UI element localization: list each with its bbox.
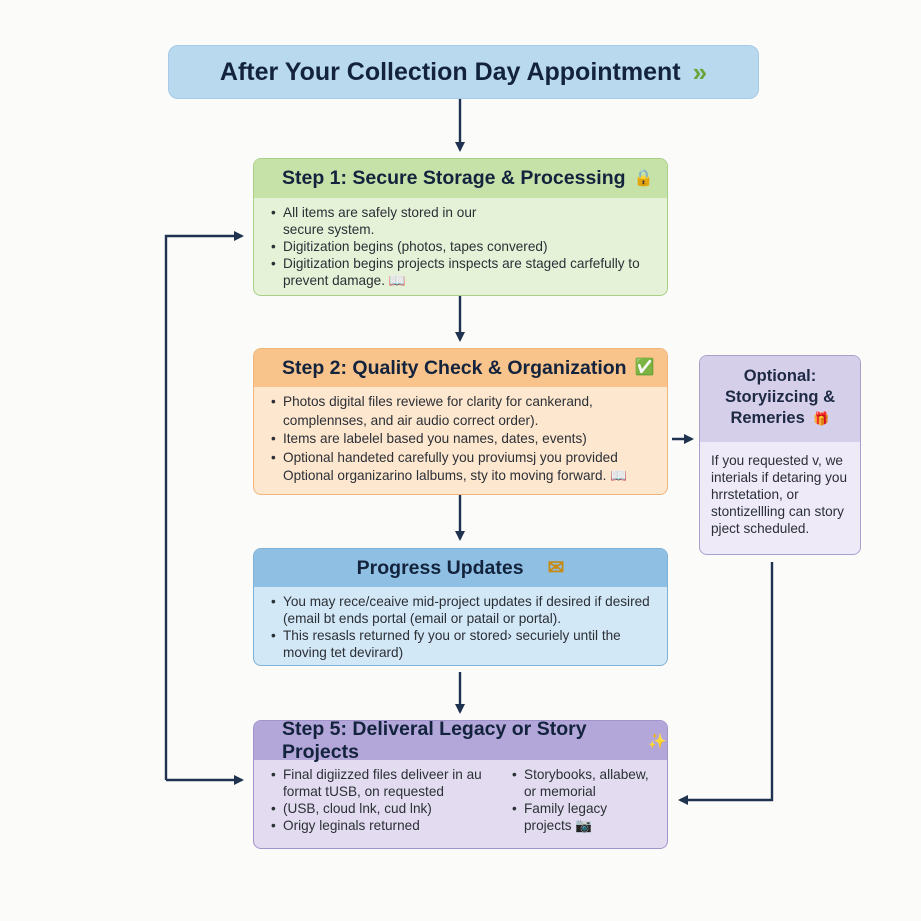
step-2-item: Photos digital files reviewe for clarity… xyxy=(271,393,655,430)
check-mark-icon: ✅ xyxy=(634,359,655,376)
optional-card: Optional: Storyiizcing & Remeries 🎁 If y… xyxy=(699,355,861,555)
progress-updates-title: Progress Updates xyxy=(356,556,524,579)
arrow-optional-to-step5 xyxy=(678,562,774,805)
envelope-icon: ✉ xyxy=(547,557,565,579)
step-2-item: Optional handeted carefully you proviums… xyxy=(271,449,655,486)
step-5-item: Storybooks, allabew, or memorial xyxy=(512,766,662,800)
step-5-item: (USB, cloud lnk, cud lnk) xyxy=(271,800,506,817)
optional-header: Optional: Storyiizcing & Remeries 🎁 xyxy=(700,356,860,442)
step-2-item: Items are labelel based you names, dates… xyxy=(271,430,655,449)
sparkles-icon: ✨ xyxy=(648,732,667,750)
progress-updates-card: Progress Updates ✉ You may rece/ceaive m… xyxy=(253,548,668,666)
step-1-card: Step 1: Secure Storage & Processing 🔒 Al… xyxy=(253,158,668,296)
step-1-item: Digitization begins projects inspects ar… xyxy=(271,255,655,289)
diagram-title: After Your Collection Day Appointment xyxy=(219,57,681,86)
step-1-item: All items are safely stored in our secur… xyxy=(271,204,655,238)
step-5-item: Family legacy projects 📷 xyxy=(512,800,662,834)
step-5-card: Step 5: Deliveral Legacy or Story Projec… xyxy=(253,720,668,849)
step-2-card: Step 2: Quality Check & Organization ✅ P… xyxy=(253,348,668,495)
progress-item: This resasls returned fy you or stored› … xyxy=(271,627,655,661)
step-1-item: Digitization begins (photos, tapes conve… xyxy=(271,238,655,255)
chevrons-right-icon: » xyxy=(692,56,708,87)
loop-arrow-to-step1 xyxy=(164,231,244,780)
step-5-item: Origy leginals returned xyxy=(271,817,506,834)
title-banner: After Your Collection Day Appointment » xyxy=(168,45,759,99)
step-1-title: Step 1: Secure Storage & Processing xyxy=(282,167,626,189)
optional-title: Optional: Storyiizcing & Remeries xyxy=(724,367,835,427)
step-5-title: Step 5: Deliveral Legacy or Story Projec… xyxy=(282,720,587,763)
progress-item: You may rece/ceaive mid-project updates … xyxy=(271,593,655,627)
step-2-title: Step 2: Quality Check & Organization xyxy=(282,356,627,379)
lock-icon: 🔒 xyxy=(633,169,654,187)
step-5-item: Final digiizzed files deliveer in au for… xyxy=(271,766,506,800)
gift-icon: 🎁 xyxy=(813,411,830,426)
optional-text: If you requested v, we interials if deta… xyxy=(711,453,848,536)
